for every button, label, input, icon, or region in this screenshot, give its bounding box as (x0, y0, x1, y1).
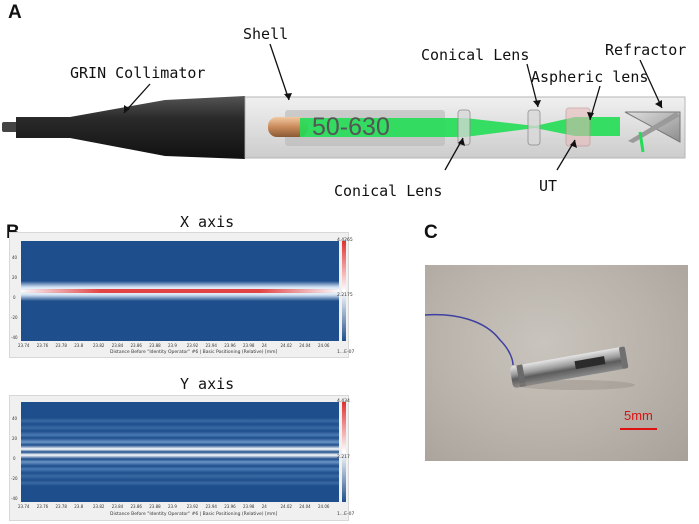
colorbar-y-min-label: 1...E-07 (337, 512, 355, 517)
label-conical-lens-bottom: Conical Lens (334, 182, 443, 200)
colorbar-y-mid-label: 2.217 (337, 455, 350, 460)
heatmap-x-core (21, 289, 339, 293)
heatmap-xtick: 23.74 (18, 504, 30, 509)
heatmap-xtick: 23.9 (168, 504, 177, 509)
heatmap-y-ytick: 40 (12, 416, 18, 421)
label-refractor: Refractor (605, 41, 687, 59)
heatmap-title-y: Y axis (180, 375, 235, 393)
heatmap-xtick: 24 (261, 343, 267, 348)
heatmap-xtick: 24.04 (299, 343, 311, 348)
heatmap-xtick: 23.94 (205, 504, 217, 509)
fiber-stub (2, 122, 18, 132)
heatmap-y-xlabel: Distance Before "Identity Operator" #6 |… (110, 512, 278, 517)
aspheric-lens (565, 107, 591, 147)
heatmap-xtick: 23.84 (111, 343, 124, 348)
heatmap-xtick: 23.9 (168, 343, 177, 348)
heatmap-xtick: 23.82 (93, 504, 105, 509)
heatmap-xtick: 23.78 (55, 343, 67, 348)
probe-diagram (2, 43, 686, 171)
heatmap-xtick: 23.82 (93, 343, 105, 348)
photo-probe (510, 346, 629, 388)
heatmap-xtick: 24.02 (280, 343, 292, 348)
heatmap-x-ytick: 40 (12, 255, 18, 260)
arrow-heads (124, 93, 662, 148)
colorbar-x-max-label: 4.4265 (337, 238, 353, 243)
label-ut: UT (539, 177, 558, 195)
heatmap-xtick: 24.06 (318, 504, 330, 509)
heatmap-y-ytick: -20 (11, 476, 18, 481)
heatmap-xtick: 23.74 (18, 343, 30, 348)
heatmap-xtick: 23.86 (130, 343, 142, 348)
colorbar-x (342, 241, 346, 341)
heatmap-y-ytick: 20 (12, 436, 18, 441)
scale-bar-label: 5mm (624, 408, 653, 423)
colorbar-y-max-label: 4.434 (337, 399, 350, 404)
heatmap-x-ytick: 20 (12, 275, 18, 280)
heatmap-xtick: 23.92 (186, 343, 199, 348)
heatmap-x-ytick: -40 (11, 335, 18, 340)
heatmap-xtick: 23.84 (111, 504, 124, 509)
reflected-beam (638, 131, 645, 153)
label-aspheric-lens: Aspheric lens (531, 68, 649, 86)
heatmap-xtick: 24.06 (318, 343, 330, 348)
colorbar-y (342, 402, 346, 502)
heatmap-xtick: 23.92 (186, 504, 199, 509)
heatmap-xtick: 23.94 (205, 343, 217, 348)
photo-fiber (425, 313, 514, 366)
label-shell: Shell (243, 25, 289, 43)
heatmap-xtick: 23.78 (55, 504, 67, 509)
heatmap-xtick: 23.96 (224, 343, 236, 348)
heatmap-x-xlabel: Distance Before "Identity Operator" #6 |… (110, 350, 278, 355)
probe-photo: 5mm (425, 265, 688, 461)
heatmap-title-x: X axis (180, 213, 235, 231)
heatmap-xtick: 23.96 (224, 504, 236, 509)
heatmap-xtick: 24.02 (280, 504, 292, 509)
heatmap-xtick: 23.88 (149, 343, 161, 348)
heatmap-x (21, 241, 339, 341)
part-number: 50-630 (312, 113, 390, 141)
heatmap-frame-x: 4.4265 Distance Before "Identity Operato… (9, 232, 349, 358)
heatmap-y-ytick: -40 (11, 496, 18, 501)
heatmap-y (21, 402, 339, 502)
conical-lens-2 (527, 109, 541, 146)
heatmap-x-ytick: 0 (13, 295, 16, 300)
panel-label-a: A (8, 2, 22, 23)
heatmap-xtick: 23.88 (149, 504, 161, 509)
heatmap-xtick: 23.98 (243, 504, 255, 509)
heatmap-xtick: 23.76 (36, 343, 49, 348)
heatmap-xtick: 24.04 (299, 504, 311, 509)
heatmap-xtick: 23.76 (36, 504, 49, 509)
heatmap-xtick: 23.86 (130, 504, 142, 509)
probe-photo-drawing (425, 313, 657, 430)
heatmap-y-ytick: 0 (13, 456, 16, 461)
heatmap-xtick: 23.8 (74, 343, 84, 348)
heatmap-x-ytick: -20 (11, 315, 18, 320)
conical-lens-1 (457, 109, 471, 146)
grin-collimator (16, 96, 245, 159)
label-conical-lens-top: Conical Lens (421, 46, 530, 64)
heatmap-xtick: 23.8 (74, 504, 84, 509)
colorbar-x-mid-label: 2.2175 (337, 293, 353, 298)
panel-label-c: C (424, 222, 438, 243)
colorbar-x-min-label: 1...E-07 (337, 350, 355, 355)
heatmap-xtick: 23.98 (243, 343, 255, 348)
ferrule (268, 117, 308, 137)
heatmap-xtick: 24 (261, 504, 267, 509)
label-grin-collimator: GRIN Collimator (70, 64, 206, 82)
heatmap-frame-y: Distance Before "Identity Operator" #6 |… (9, 395, 349, 521)
